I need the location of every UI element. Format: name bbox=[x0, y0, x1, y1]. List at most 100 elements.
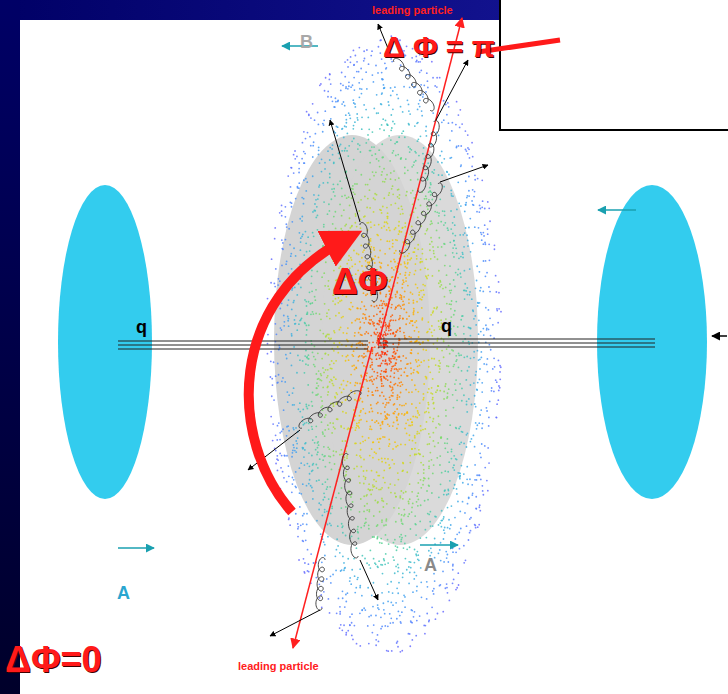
medium-dot bbox=[357, 342, 359, 344]
medium-dot bbox=[385, 369, 387, 371]
medium-dot bbox=[449, 283, 451, 285]
medium-dot bbox=[281, 431, 283, 433]
medium-dot bbox=[388, 327, 390, 329]
medium-dot bbox=[405, 558, 407, 560]
medium-dot bbox=[385, 120, 387, 122]
medium-dot bbox=[292, 483, 294, 485]
medium-dot bbox=[348, 196, 350, 198]
medium-dot bbox=[409, 233, 411, 235]
medium-dot bbox=[494, 244, 496, 246]
medium-dot bbox=[400, 444, 402, 446]
medium-dot bbox=[403, 308, 405, 310]
medium-dot bbox=[334, 555, 336, 557]
medium-dot bbox=[377, 72, 379, 74]
medium-dot bbox=[417, 217, 419, 219]
medium-dot bbox=[419, 365, 421, 367]
medium-dot bbox=[339, 613, 341, 615]
medium-dot bbox=[452, 233, 454, 235]
medium-dot bbox=[291, 335, 293, 337]
medium-dot bbox=[423, 477, 425, 479]
medium-dot bbox=[397, 445, 399, 447]
medium-dot bbox=[380, 239, 382, 241]
medium-dot bbox=[326, 488, 328, 490]
medium-dot bbox=[379, 209, 381, 211]
medium-dot bbox=[302, 234, 304, 236]
medium-dot bbox=[413, 161, 415, 163]
medium-dot bbox=[404, 444, 406, 446]
medium-dot bbox=[319, 597, 321, 599]
medium-dot bbox=[358, 475, 360, 477]
medium-dot bbox=[400, 264, 402, 266]
medium-dot bbox=[415, 534, 417, 536]
medium-dot bbox=[387, 101, 389, 103]
medium-dot bbox=[421, 319, 423, 321]
medium-dot bbox=[345, 535, 347, 537]
medium-dot bbox=[352, 501, 354, 503]
medium-dot bbox=[480, 409, 482, 411]
medium-dot bbox=[353, 64, 355, 66]
medium-dot bbox=[322, 499, 324, 501]
medium-dot bbox=[307, 358, 309, 360]
medium-dot bbox=[361, 376, 363, 378]
medium-dot bbox=[333, 162, 335, 164]
medium-dot bbox=[347, 558, 349, 560]
medium-dot bbox=[416, 586, 418, 588]
medium-dot bbox=[449, 139, 451, 141]
medium-dot bbox=[459, 109, 461, 111]
medium-dot bbox=[355, 367, 357, 369]
medium-dot bbox=[376, 194, 378, 196]
medium-dot bbox=[472, 310, 474, 312]
medium-dot bbox=[330, 575, 332, 577]
medium-dot bbox=[291, 365, 293, 367]
medium-dot bbox=[423, 480, 425, 482]
medium-dot bbox=[372, 411, 374, 413]
medium-dot bbox=[332, 183, 334, 185]
medium-dot bbox=[334, 332, 336, 334]
medium-dot bbox=[458, 428, 460, 430]
medium-dot bbox=[449, 265, 451, 267]
medium-dot bbox=[374, 224, 376, 226]
medium-dot bbox=[389, 396, 391, 398]
medium-dot bbox=[407, 255, 409, 257]
medium-dot bbox=[354, 369, 356, 371]
medium-dot bbox=[370, 150, 372, 152]
medium-dot bbox=[327, 213, 329, 215]
medium-dot bbox=[414, 435, 416, 437]
medium-dot bbox=[378, 560, 380, 562]
medium-dot bbox=[474, 191, 476, 193]
medium-dot bbox=[380, 326, 382, 328]
medium-dot bbox=[317, 385, 319, 387]
medium-dot bbox=[415, 453, 417, 455]
medium-dot bbox=[322, 387, 324, 389]
medium-dot bbox=[357, 360, 359, 362]
medium-dot bbox=[371, 391, 373, 393]
medium-dot bbox=[447, 227, 449, 229]
medium-dot bbox=[414, 454, 416, 456]
medium-dot bbox=[395, 352, 397, 354]
medium-dot bbox=[375, 171, 377, 173]
medium-dot bbox=[368, 509, 370, 511]
medium-dot bbox=[396, 549, 398, 551]
medium-dot bbox=[363, 607, 365, 609]
medium-dot bbox=[466, 525, 468, 527]
medium-dot bbox=[406, 471, 408, 473]
medium-dot bbox=[338, 598, 340, 600]
medium-dot bbox=[325, 336, 327, 338]
medium-dot bbox=[371, 146, 373, 148]
medium-dot bbox=[368, 316, 370, 318]
medium-dot bbox=[363, 483, 365, 485]
medium-dot bbox=[275, 463, 277, 465]
medium-dot bbox=[417, 122, 419, 124]
medium-dot bbox=[386, 503, 388, 505]
medium-dot bbox=[311, 343, 313, 345]
medium-dot bbox=[395, 362, 397, 364]
medium-dot bbox=[398, 221, 400, 223]
medium-dot bbox=[377, 307, 379, 309]
medium-dot bbox=[298, 162, 300, 164]
medium-dot bbox=[440, 520, 442, 522]
medium-dot bbox=[316, 206, 318, 208]
medium-dot bbox=[411, 448, 413, 450]
medium-dot bbox=[423, 84, 425, 86]
medium-dot bbox=[318, 583, 320, 585]
medium-dot bbox=[384, 352, 386, 354]
